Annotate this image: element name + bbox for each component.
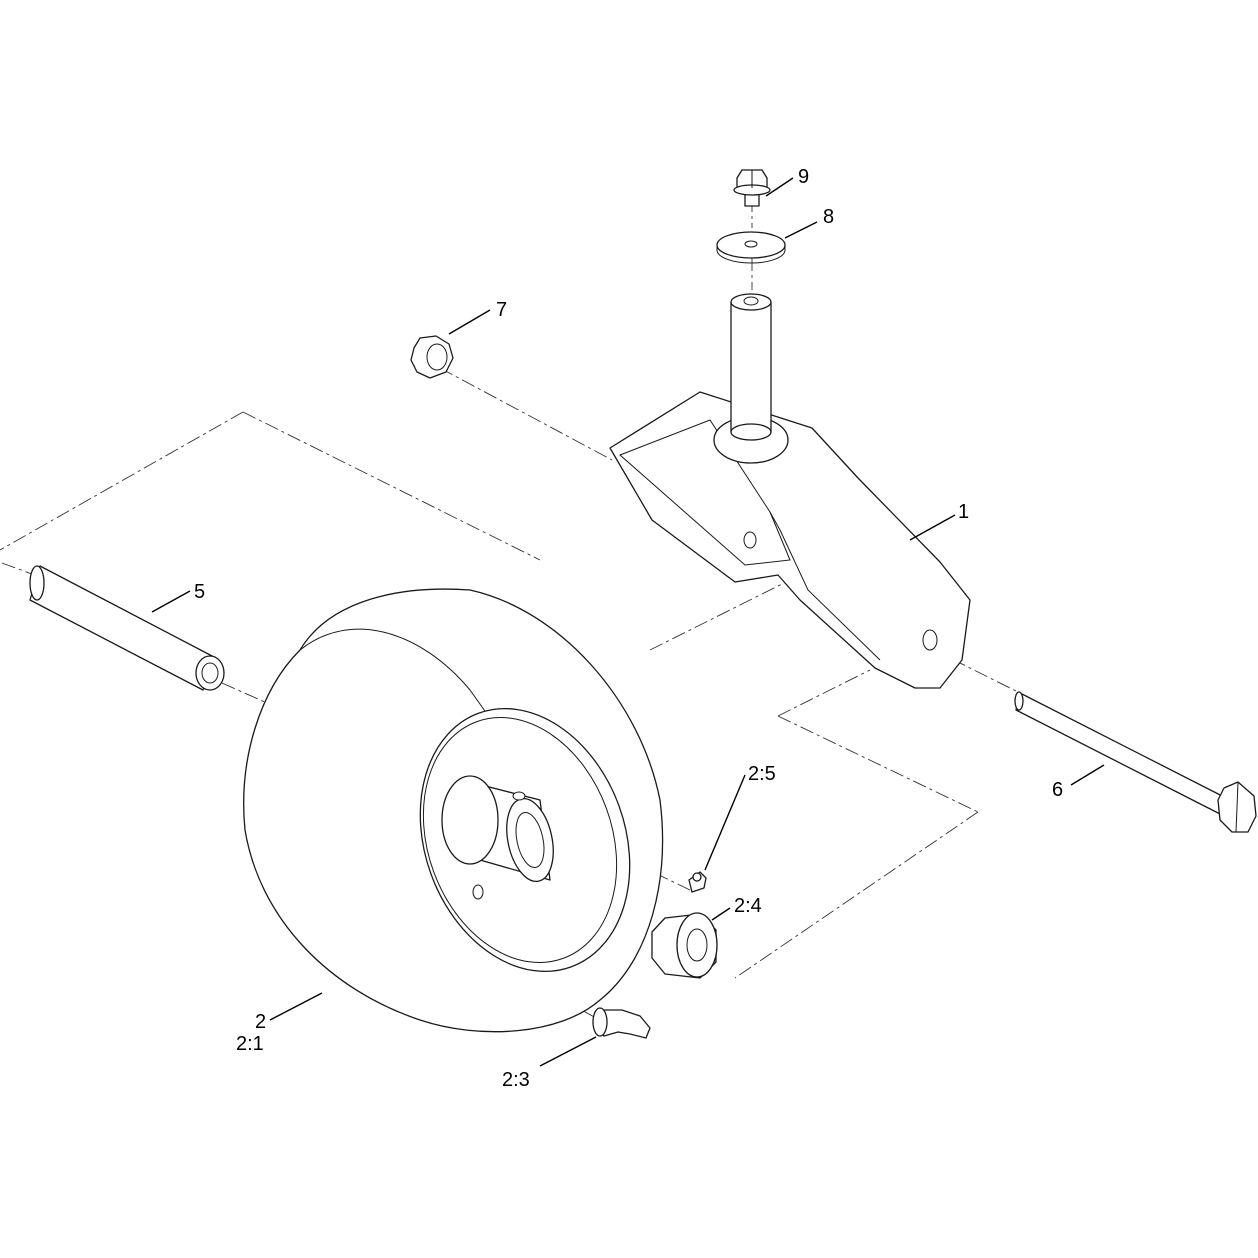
callout-5: 5 bbox=[194, 581, 205, 603]
leader-5 bbox=[151, 590, 191, 613]
callout-9: 9 bbox=[798, 166, 809, 188]
callout-8: 8 bbox=[823, 206, 834, 228]
callout-2-1: 2:1 bbox=[236, 1033, 264, 1055]
leader-lines bbox=[151, 177, 1105, 1067]
leader-7 bbox=[448, 309, 491, 335]
bolt-part-9 bbox=[733, 169, 771, 207]
leader-6 bbox=[1070, 764, 1105, 786]
leader-2 bbox=[269, 992, 323, 1021]
callout-labels: 9 8 7 1 5 6 2:5 2:4 2 2:1 2:3 bbox=[194, 166, 1063, 1091]
valve-stem-part-2-3 bbox=[592, 1007, 651, 1039]
axle-bolt-part-6 bbox=[1014, 691, 1257, 833]
leader-2-4 bbox=[711, 907, 731, 921]
grease-fitting-part-2-5 bbox=[688, 871, 707, 893]
callout-1: 1 bbox=[958, 501, 969, 523]
callout-2-5: 2:5 bbox=[748, 763, 776, 785]
leader-9 bbox=[765, 177, 794, 197]
leader-8 bbox=[784, 221, 818, 239]
nut-part-7 bbox=[410, 335, 454, 379]
leader-2-3 bbox=[539, 1036, 597, 1067]
callout-2-4: 2:4 bbox=[734, 895, 762, 917]
spacer-tube-part-5 bbox=[29, 565, 225, 691]
leader-1 bbox=[909, 514, 956, 541]
wheel-assembly-part-2 bbox=[243, 588, 664, 1033]
washer-part-8 bbox=[716, 231, 786, 264]
leader-2-5 bbox=[704, 774, 746, 871]
callout-6: 6 bbox=[1052, 779, 1063, 801]
callout-7: 7 bbox=[496, 299, 507, 321]
callout-2: 2 bbox=[255, 1011, 266, 1033]
caster-fork-part-1 bbox=[609, 293, 971, 689]
callout-2-3: 2:3 bbox=[502, 1069, 530, 1091]
bearing-part-2-4 bbox=[651, 912, 718, 979]
